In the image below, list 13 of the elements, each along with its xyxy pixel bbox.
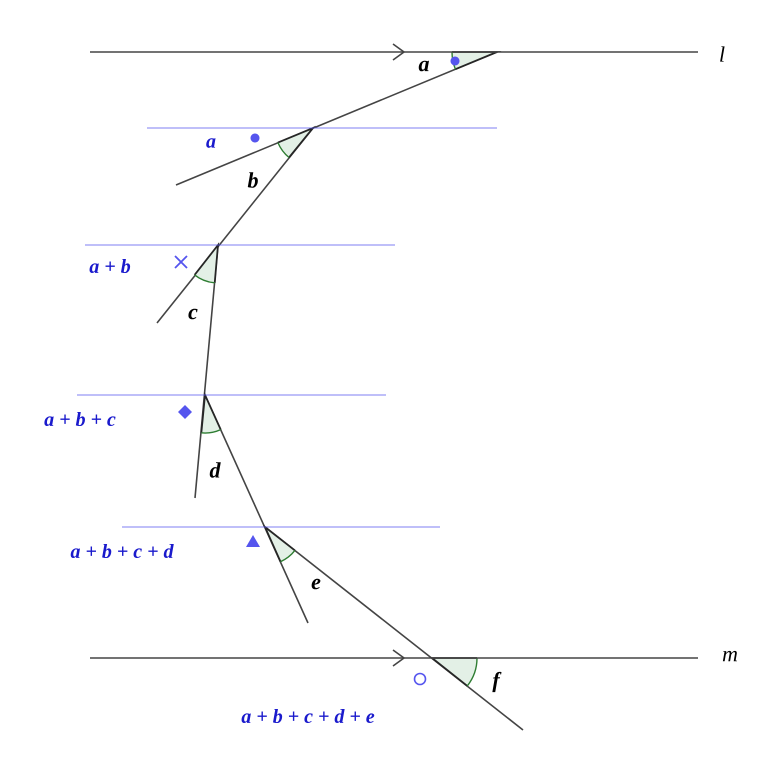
angle-label: d (210, 462, 221, 478)
angle-label: b (248, 172, 258, 188)
angle-label: f (492, 672, 502, 692)
angle-sum-label: a + b + c + d + e (242, 708, 374, 724)
angle-sum-label: a + b + c + d (70, 544, 174, 558)
angle-sum-label: a + b (90, 258, 130, 274)
angle-sum-label: a + b + c (44, 412, 116, 426)
angle-label: c (188, 308, 198, 320)
angle-sum-label: a (206, 138, 216, 148)
line-label: m (722, 650, 738, 662)
angle-label: e (312, 578, 320, 590)
angle-label: a (418, 60, 429, 72)
line-label: l (720, 46, 725, 62)
